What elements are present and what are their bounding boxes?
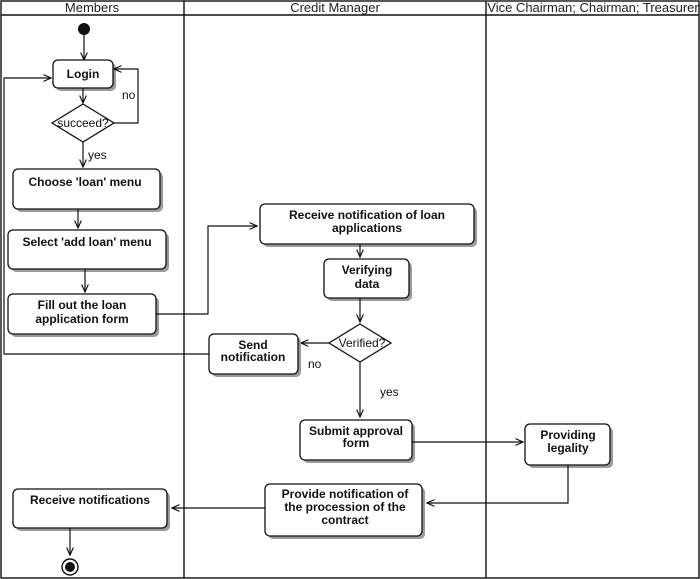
edge-label-login-yes: yes (88, 148, 107, 162)
edge-legality-provide (427, 465, 569, 503)
action-provide-notification-line-1: Provide notification of (282, 487, 410, 501)
action-receive-notifications-label: Receive notifications (30, 493, 150, 507)
lane-title-credit-manager: Credit Manager (290, 0, 380, 15)
action-fill-form-line-1: Fill out the loan (38, 298, 127, 312)
action-login-label: Login (67, 67, 100, 81)
edge-label-verified-no: no (308, 357, 322, 371)
action-provide-notification: Provide notification of the procession o… (264, 483, 425, 539)
end-node (61, 558, 79, 576)
decision-succeed: succeed? (50, 103, 116, 143)
action-receive-notification-loan-line-2: applications (332, 221, 402, 235)
action-providing-legality-line-2: legality (547, 441, 589, 455)
lane-title-committee: Vice Chairman; Chairman; Treasurer (487, 0, 699, 15)
action-receive-notification-loan-line-1: Receive notification of loan (289, 208, 445, 222)
action-receive-notification-loan: Receive notification of loan application… (259, 203, 477, 247)
action-send-notification: Send notification (208, 333, 301, 377)
action-verifying-data-line-1: Verifying (342, 263, 393, 277)
action-submit-approval: Submit approval form (299, 419, 415, 463)
decision-succeed-label: succeed? (57, 116, 109, 130)
decision-verified-label: Verified? (339, 336, 386, 350)
action-select-add-loan: Select 'add loan' menu (7, 229, 169, 272)
edge-label-login-no: no (122, 88, 136, 102)
action-send-notification-line-2: notification (221, 350, 286, 364)
action-verifying-data-line-2: data (355, 277, 380, 291)
edge-label-verified-yes: yes (380, 385, 399, 399)
action-login: Login (52, 59, 116, 91)
action-receive-notifications: Receive notifications (12, 488, 170, 531)
action-send-notification-line-1: Send (238, 338, 267, 352)
action-select-add-loan-label: Select 'add loan' menu (22, 235, 151, 249)
edge-fill-receive (156, 226, 257, 315)
action-submit-approval-line-2: form (343, 436, 370, 450)
edge-succeed-no (114, 69, 139, 124)
action-choose-loan-menu-label: Choose 'loan' menu (28, 175, 141, 189)
action-fill-form: Fill out the loan application form (7, 293, 159, 337)
action-providing-legality-line-1: Providing (540, 428, 595, 442)
action-verifying-data: Verifying data (323, 258, 412, 301)
action-providing-legality: Providing legality (524, 423, 613, 468)
action-choose-loan-menu: Choose 'loan' menu (12, 168, 163, 212)
action-submit-approval-line-1: Submit approval (309, 424, 403, 438)
start-node (78, 23, 90, 35)
action-provide-notification-line-3: contract (321, 513, 368, 527)
lane-title-members: Members (65, 0, 120, 15)
action-provide-notification-line-2: the procession of the (284, 500, 406, 514)
edge-send-login (3, 78, 209, 355)
action-fill-form-line-2: application form (35, 312, 128, 326)
decision-verified: Verified? (327, 323, 393, 363)
